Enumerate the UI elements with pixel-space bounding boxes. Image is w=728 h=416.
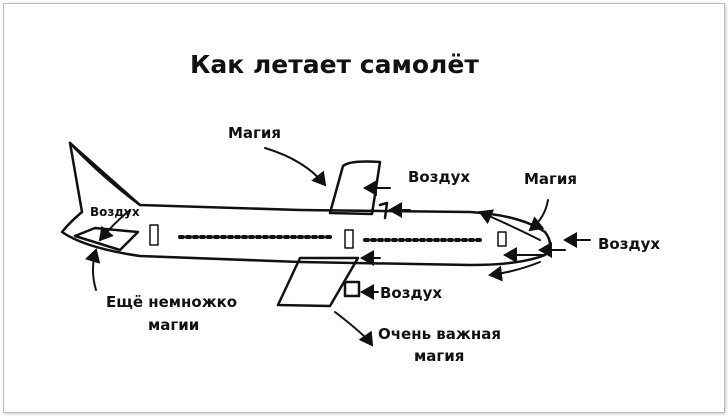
label-magic-top: Магия — [228, 124, 282, 142]
windows — [149, 224, 507, 249]
label-magic-engine: Магия — [524, 170, 578, 188]
label-air-wing: Воздух — [408, 168, 471, 186]
tail-stabilizer — [73, 226, 140, 252]
label-more-magic-1: Ещё немножко — [106, 293, 238, 311]
lower-wing — [276, 256, 361, 308]
image-frame — [3, 3, 725, 413]
diagram-title: Как летает самолёт — [190, 50, 479, 79]
fuselage — [60, 141, 552, 267]
upper-wing — [328, 160, 389, 220]
arrows — [84, 147, 591, 347]
label-more-magic-2: магии — [148, 316, 200, 334]
label-air-tail: Воздух — [90, 205, 140, 219]
label-important-magic-2: магия — [414, 347, 465, 365]
label-air-lower: Воздух — [380, 284, 443, 302]
label-air-nose: Воздух — [598, 235, 661, 253]
label-important-magic-1: Очень важная — [378, 325, 501, 343]
